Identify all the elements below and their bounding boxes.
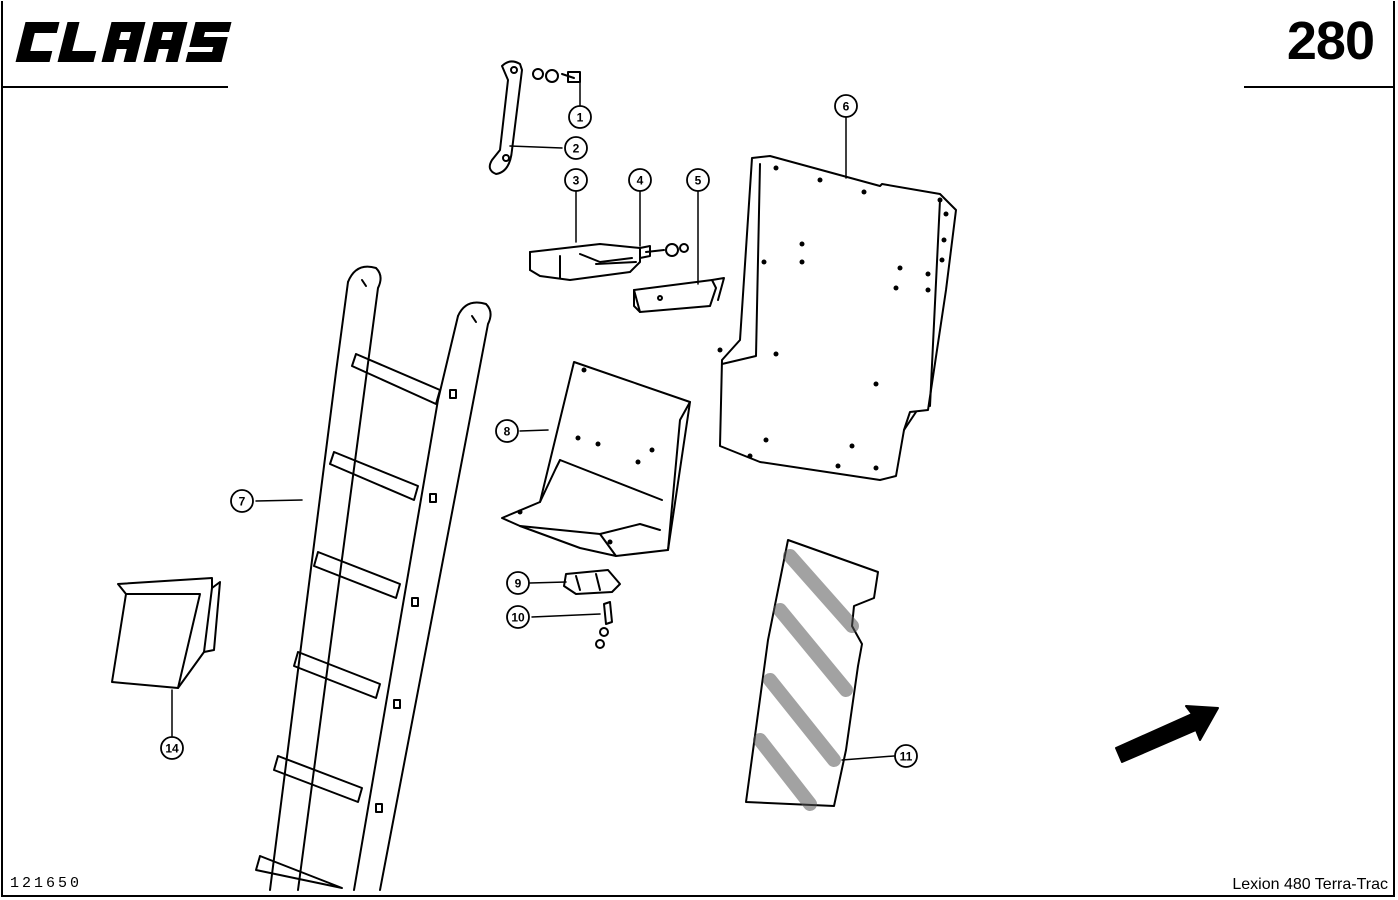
- callout-2: 2: [564, 136, 588, 160]
- callout-number: 9: [515, 577, 522, 591]
- callout-number: 11: [900, 750, 913, 764]
- callout-circle: [628, 168, 652, 192]
- part-8-step-bracket: [501, 361, 691, 557]
- callout-circle: [834, 94, 858, 118]
- callout-number: 14: [165, 742, 179, 756]
- part-5-bracket: [633, 277, 725, 313]
- document-id: 121650: [10, 875, 83, 892]
- part-3-clamp: [529, 243, 641, 281]
- callout-number: 3: [573, 174, 580, 188]
- callout-3: 3: [564, 168, 588, 192]
- machine-model: Lexion 480 Terra-Trac: [1232, 876, 1388, 893]
- callout-number: 7: [239, 495, 246, 509]
- callout-number: 5: [695, 174, 702, 188]
- callout-8: 8: [495, 419, 519, 443]
- header-rule-left: [2, 86, 228, 88]
- callout-circle: [495, 419, 519, 443]
- part-6-holes: [717, 165, 949, 471]
- callout-4: 4: [628, 168, 652, 192]
- callout-6: 6: [834, 94, 858, 118]
- part-2-link-bracket: [488, 60, 523, 175]
- part-11-warning-plate: [745, 539, 879, 811]
- callout-circle: [894, 744, 918, 768]
- callout-circle: [564, 136, 588, 160]
- callout-leaders: [171, 79, 895, 761]
- part-8-holes: [517, 367, 655, 545]
- callout-number: 2: [573, 142, 580, 156]
- part-7-ladder: [255, 265, 492, 891]
- part-10-bolt: [595, 601, 613, 649]
- callout-1: 1: [568, 105, 592, 129]
- travel-direction-arrow-icon: [1115, 705, 1219, 763]
- callout-circle: [160, 736, 184, 760]
- callout-number: 6: [843, 100, 850, 114]
- callout-circle: [506, 605, 530, 629]
- callout-11: 11: [894, 744, 918, 768]
- callout-14: 14: [160, 736, 184, 760]
- callout-circle: [568, 105, 592, 129]
- callout-5: 5: [686, 168, 710, 192]
- callout-markers: 1 2 3 4 5 6 7 8 9 10 11 14: [160, 94, 918, 768]
- part-1-bolt: [532, 68, 581, 83]
- callout-10: 10: [506, 605, 530, 629]
- callout-circle: [506, 571, 530, 595]
- claas-logo: [15, 22, 232, 62]
- callout-number: 1: [577, 111, 584, 125]
- callout-circle: [564, 168, 588, 192]
- callout-9: 9: [506, 571, 530, 595]
- callout-7: 7: [230, 489, 254, 513]
- callout-number: 8: [504, 425, 511, 439]
- header-rule-right: [1244, 86, 1394, 88]
- part-4-bolt: [639, 243, 689, 259]
- callout-number: 10: [511, 611, 525, 625]
- part-14-side-guard: [111, 577, 221, 689]
- callout-number: 4: [637, 174, 644, 188]
- callout-circle: [686, 168, 710, 192]
- page-number: 280: [1286, 11, 1375, 71]
- part-9-clip: [563, 569, 621, 595]
- callout-circle: [230, 489, 254, 513]
- part-6-cover-panel: [719, 155, 957, 481]
